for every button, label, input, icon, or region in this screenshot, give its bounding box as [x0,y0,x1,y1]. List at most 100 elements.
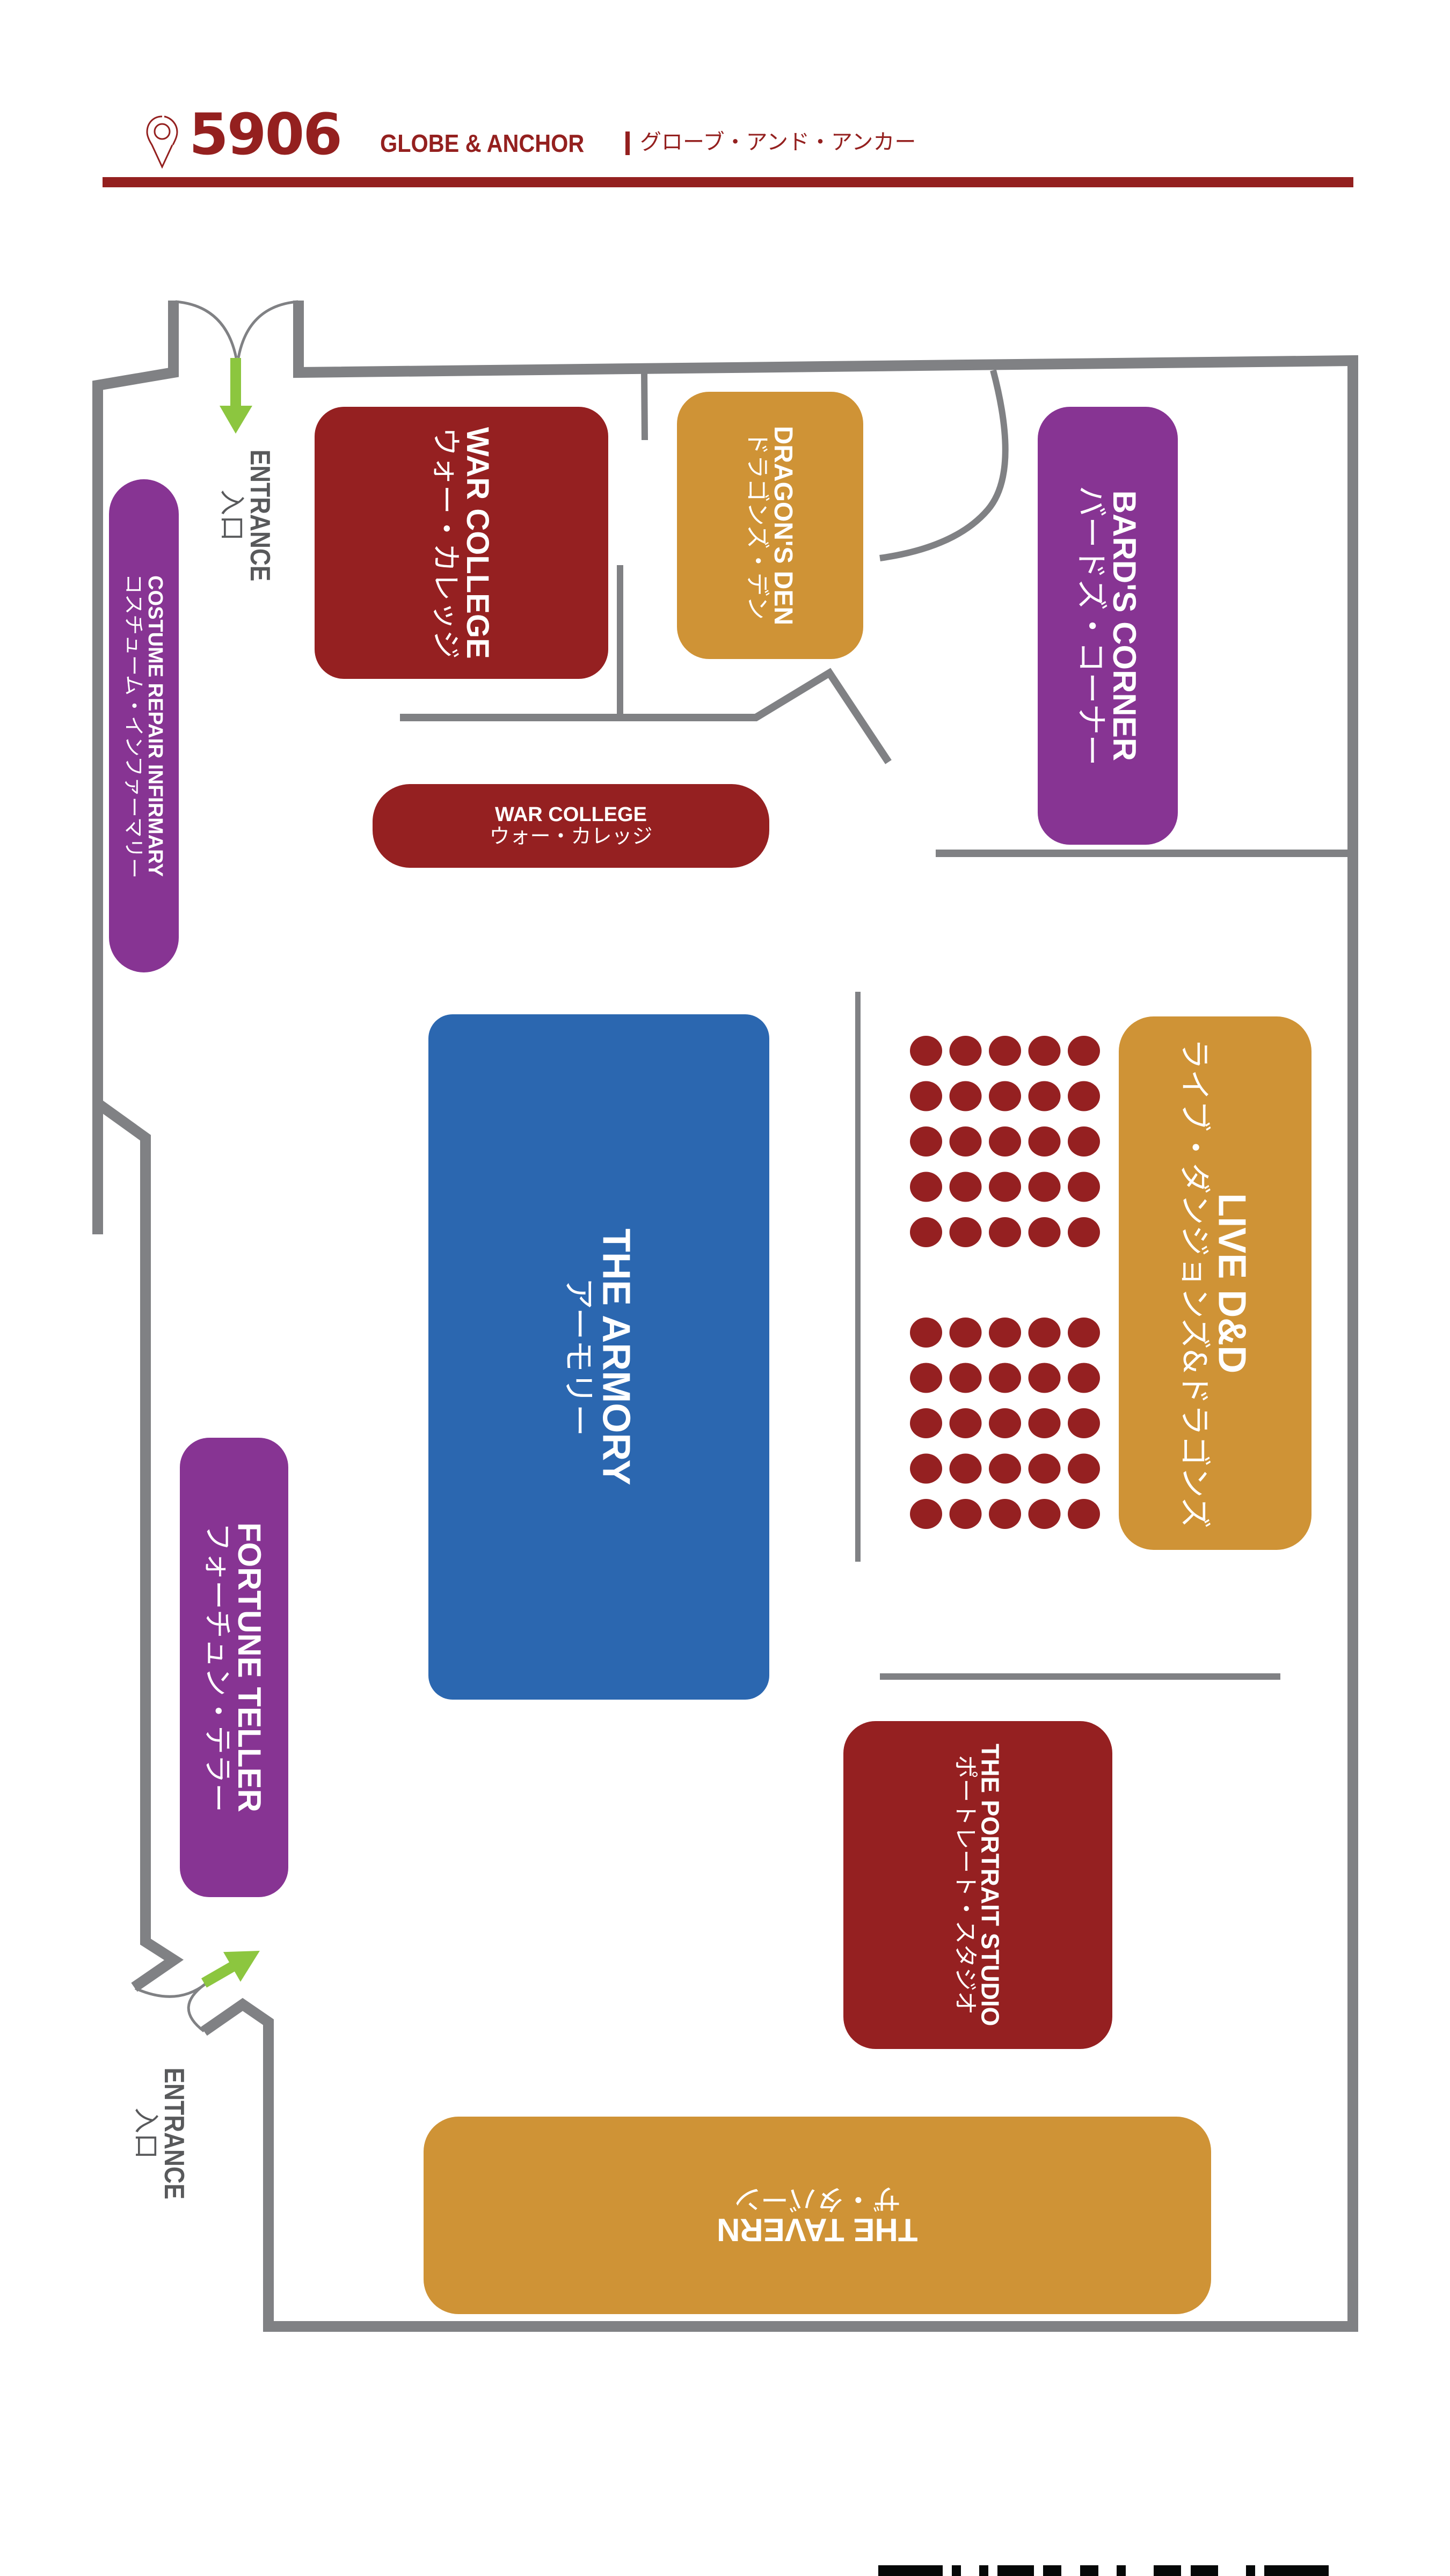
room-bards-corner[interactable]: BARD'S CORNER バードズ・コーナー [1038,407,1178,845]
seat[interactable] [1068,1453,1100,1484]
room-name-jp: ライブ・ダンジョンズ&ドラゴンズ [1177,1038,1214,1528]
seat[interactable] [989,1499,1021,1529]
room-dragons-den[interactable]: DRAGON'S DEN ドラゴンズ・デン [677,392,863,659]
seat[interactable] [949,1217,982,1247]
seat[interactable] [1028,1318,1061,1348]
room-name-jp: ポートレート・スタジオ [951,1755,979,2015]
seat[interactable] [949,1499,982,1529]
booth-title-jp: グローブ・アンド・アンカー [640,130,916,155]
seat[interactable] [910,1499,942,1529]
booth-number: 5906 [189,101,343,167]
seat[interactable] [910,1036,942,1066]
room-costume-repair-infirmary[interactable]: COSTUME REPAIR INFIRMARY コスチューム・インファーマリー [109,479,179,972]
door-arc-bottom-right[interactable] [187,1981,208,2032]
seat[interactable] [1068,1036,1100,1066]
door-arc-top-left[interactable] [175,300,238,358]
room-the-tavern[interactable]: THE TAVERN ザ・タバーン [424,2117,1211,2314]
room-name-en: COSTUME REPAIR INFIRMARY [143,575,166,877]
entrance-bottom-label: ENTRANCE 入口 [129,2063,190,2203]
seat[interactable] [1068,1408,1100,1438]
seat[interactable] [1068,1126,1100,1157]
room-live-dnd[interactable]: LIVE D&D ライブ・ダンジョンズ&ドラゴンズ [1119,1016,1311,1550]
seat[interactable] [910,1453,942,1484]
seat[interactable] [949,1126,982,1157]
seat[interactable] [910,1408,942,1438]
room-name-jp: アーモリー [560,1277,598,1437]
header-rule [103,177,1353,187]
seat[interactable] [949,1081,982,1111]
booth-title-en: GLOBE & ANCHOR [380,129,585,157]
seat[interactable] [910,1363,942,1393]
seat[interactable] [1028,1126,1061,1157]
arrow-up-right-icon [201,1951,260,1988]
outer-wall-left-upper [92,301,179,1106]
seat[interactable] [1028,1217,1061,1247]
seat[interactable] [1028,1036,1061,1066]
room-name-en: FORTUNE TELLER [231,1523,267,1812]
walls [92,301,1358,2332]
seat[interactable] [989,1036,1021,1066]
seat[interactable] [989,1081,1021,1111]
seat[interactable] [1028,1499,1061,1529]
room-portrait-studio[interactable]: THE PORTRAIT STUDIO ポートレート・スタジオ [843,1721,1112,2049]
room-name-jp: ザ・タバーン [734,2182,901,2215]
seat[interactable] [1068,1081,1100,1111]
seat[interactable] [989,1363,1021,1393]
seat[interactable] [910,1172,942,1202]
seat[interactable] [989,1172,1021,1202]
seat[interactable] [910,1081,942,1111]
seat[interactable] [949,1318,982,1348]
entrance-label-jp: 入口 [131,2107,161,2159]
room-name-en: THE ARMORY [594,1228,638,1485]
seat[interactable] [949,1036,982,1066]
interior-wall-wc-vertical-top [641,370,648,441]
entrance-top-label: ENTRANCE 入口 [215,445,275,585]
seat[interactable] [949,1363,982,1393]
room-name-jp: ウォー・カレッジ [428,427,463,659]
seat[interactable] [1068,1363,1100,1393]
seat[interactable] [1068,1499,1100,1529]
title-separator [625,131,630,155]
entrance-label-en: ENTRANCE [244,449,275,581]
outer-wall-top [201,301,1358,2332]
door-arc-top-right[interactable] [237,300,298,358]
seat[interactable] [1028,1172,1061,1202]
room-the-armory[interactable]: THE ARMORY アーモリー [428,1014,769,1700]
room-name-en: WAR COLLEGE [460,427,495,659]
room-name-en: BARD'S CORNER [1106,490,1142,762]
seat[interactable] [1028,1363,1061,1393]
seat[interactable] [949,1453,982,1484]
seat[interactable] [989,1318,1021,1348]
map-pin-icon [146,115,178,169]
seat[interactable] [989,1408,1021,1438]
seat[interactable] [910,1217,942,1247]
seat[interactable] [989,1126,1021,1157]
seat[interactable] [1068,1172,1100,1202]
room-name-en: WAR COLLEGE [495,803,647,826]
seat[interactable] [910,1126,942,1157]
seat[interactable] [989,1217,1021,1247]
seat[interactable] [910,1318,942,1348]
seat[interactable] [1028,1081,1061,1111]
seat[interactable] [989,1453,1021,1484]
room-fortune-teller[interactable]: FORTUNE TELLER フォーチュン・テラー [180,1438,288,1897]
room-war-college-counter[interactable]: WAR COLLEGE ウォー・カレッジ [373,784,769,868]
door-arc-dragons-den[interactable] [879,369,1009,561]
arrow-down-icon [220,358,252,434]
room-name-en: THE PORTRAIT STUDIO [976,1744,1004,2026]
entrance-label-en: ENTRANCE [158,2067,190,2199]
seat[interactable] [949,1172,982,1202]
doors [134,300,1009,2032]
room-name-jp: ドラゴンズ・デン [743,431,771,620]
interior-wall-wc-bottom [400,668,892,764]
seat[interactable] [1028,1453,1061,1484]
room-war-college[interactable]: WAR COLLEGE ウォー・カレッジ [315,407,608,679]
seating-area [910,1036,1100,1529]
room-name-jp: バードズ・コーナー [1073,485,1110,766]
seat[interactable] [1068,1217,1100,1247]
room-name-en: DRAGON'S DEN [768,426,797,625]
seat[interactable] [949,1408,982,1438]
seat[interactable] [1068,1318,1100,1348]
seat[interactable] [1028,1408,1061,1438]
